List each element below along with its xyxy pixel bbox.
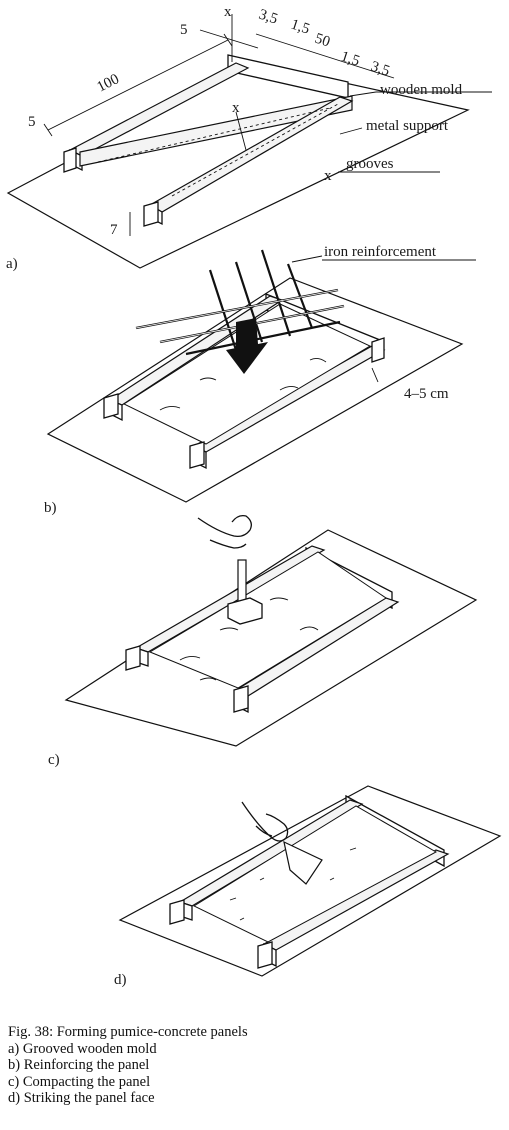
panel-d-end-block-left	[169, 899, 185, 925]
dim-line-end-width	[199, 29, 259, 49]
panel-c-compacting: c)	[48, 514, 478, 768]
section-line-x-mid	[235, 111, 247, 151]
panel-c-concrete-texture	[179, 597, 319, 681]
leader-metal-support	[339, 127, 363, 135]
panel-d-end-block-front	[257, 941, 273, 969]
panel-c-concrete	[148, 551, 387, 689]
figure-caption: Fig. 38: Forming pumice-concrete panels …	[8, 1024, 503, 1107]
tamper-block	[227, 597, 263, 625]
sublabel-b: b)	[44, 500, 57, 516]
trowel-icon	[283, 840, 323, 885]
dim-d2-label: 1,5	[289, 17, 312, 38]
dim-tick-length-end	[223, 33, 233, 47]
panel-c-end-block-front	[233, 685, 249, 713]
dim-length-label: 100	[95, 71, 122, 95]
caption-title: Fig. 38: Forming pumice-concrete panels	[8, 1024, 248, 1040]
dim-tick-length-start	[43, 123, 53, 137]
mold-front-rail	[79, 95, 353, 167]
panel-b-end-block-right	[371, 337, 385, 363]
groove-line-right	[171, 103, 339, 197]
panel-a-grooved-mold: 100 5 5 7 3,5 1,5 50 1,5 3,5 x x x woode…	[6, 4, 492, 272]
dim-left-width-label: 5	[28, 114, 36, 130]
leader-depth	[371, 367, 379, 383]
hand-icon	[197, 514, 252, 549]
label-grooves: grooves	[346, 156, 394, 172]
section-mark-x-top: x	[224, 4, 232, 20]
groove-line-front	[97, 107, 331, 163]
caption-item-a: a) Grooved wooden mold	[8, 1040, 157, 1057]
section-mark-x-bottom: x	[324, 168, 332, 184]
mold-end-block-left	[63, 147, 77, 173]
label-wooden-mold: wooden mold	[380, 82, 463, 98]
panel-b-end-block-front	[189, 441, 205, 469]
sublabel-d: d)	[114, 972, 127, 988]
panel-b-reinforcing: iron reinforcement 4–5 cm b)	[44, 244, 476, 516]
sublabel-a: a)	[6, 256, 18, 272]
leader-iron-reinforcement	[291, 255, 323, 263]
dim-line-length	[47, 39, 229, 131]
caption-item-d: d) Striking the panel face	[8, 1090, 155, 1107]
dim-d5-label: 3,5	[369, 59, 392, 80]
panel-b-end-block-left	[103, 393, 119, 419]
label-metal-support: metal support	[366, 118, 449, 134]
panel-c-end-block-left	[125, 645, 141, 671]
section-mark-x-mid: x	[232, 100, 240, 116]
down-arrow-icon	[226, 318, 268, 374]
dim-d4-label: 1,5	[339, 49, 362, 70]
leader-wooden-mold	[349, 91, 377, 97]
dim-height-label: 7	[110, 222, 118, 238]
label-iron-reinforcement: iron reinforcement	[324, 244, 437, 260]
sublabel-c: c)	[48, 752, 60, 768]
hand-with-trowel-icon	[241, 801, 289, 842]
panel-d-striking: d)	[114, 785, 502, 988]
dim-end-width-label: 5	[180, 22, 188, 38]
dim-d1-label: 3,5	[257, 7, 280, 28]
label-depth: 4–5 cm	[404, 386, 449, 402]
dim-d3-label: 50	[313, 31, 332, 51]
panel-b-concrete	[122, 303, 372, 445]
caption-item-c: c) Compacting the panel	[8, 1073, 151, 1090]
dim-line-cross	[255, 33, 395, 79]
caption-item-b: b) Reinforcing the panel	[8, 1057, 150, 1074]
mold-end-block-front	[143, 201, 159, 227]
panel-d-concrete	[192, 805, 438, 943]
